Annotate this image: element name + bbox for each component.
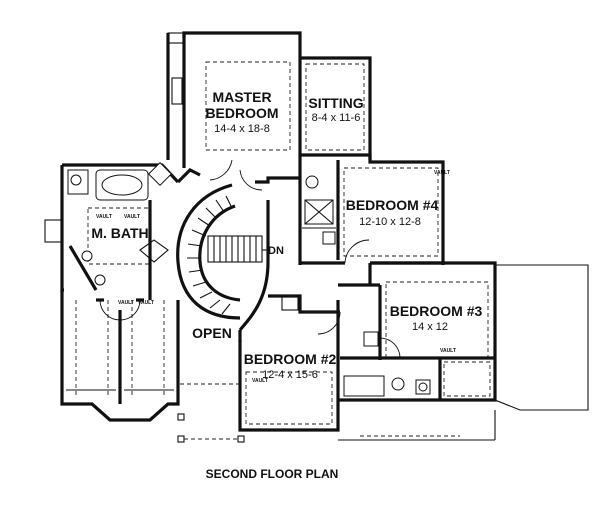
open-label: OPEN <box>192 325 232 341</box>
bedroom-2 <box>180 176 341 432</box>
roof-outline-right <box>494 264 589 411</box>
bedroom4-toilet <box>305 175 319 189</box>
vault-label-a: VAULT <box>96 214 112 220</box>
vault-label-b: VAULT <box>124 214 140 220</box>
bath2-sink <box>363 331 379 347</box>
bedroom4-sink <box>322 231 336 245</box>
master-bedroom <box>166 31 302 168</box>
bedroom2-ceiling <box>245 371 333 425</box>
bedroom2-label: BEDROOM #2 <box>244 351 337 367</box>
stair-treads <box>187 195 233 315</box>
mbath-window <box>44 219 63 243</box>
bedroom2-dims: 12-4 x 15-6 <box>262 369 318 381</box>
hall-wall <box>255 176 300 184</box>
walk-in-closets <box>60 290 180 422</box>
bath2-tub <box>343 375 385 397</box>
master-top-wall <box>182 31 302 58</box>
bedroom2-door-swing <box>317 311 341 335</box>
vault-label-e: VAULT <box>252 378 268 384</box>
sitting-ceiling <box>305 63 365 151</box>
plan-title: SECOND FLOOR PLAN <box>206 467 339 481</box>
roof-lines <box>177 264 589 443</box>
bedroom3-label: BEDROOM #3 <box>390 303 483 319</box>
mbath-label: M. BATH <box>91 225 148 241</box>
stair-dn-label: DN <box>268 245 284 257</box>
master-door-swing <box>209 159 233 181</box>
vault-label-g: VAULT <box>434 170 450 176</box>
bedroom3-outer-wall <box>338 261 497 402</box>
master-corner <box>167 32 185 44</box>
master-label-line1: MASTER <box>212 89 271 105</box>
bedroom-3 <box>338 261 497 402</box>
hall-linen <box>281 295 299 311</box>
master-window-bay <box>171 77 183 105</box>
master-dims: 14-4 x 18-8 <box>214 123 270 135</box>
stair-outer-curve <box>176 183 241 320</box>
master-bath <box>44 161 180 300</box>
hall-closet-wall <box>268 294 340 314</box>
vault-label-c: VAULT <box>118 300 134 306</box>
vault-markers: VAULT VAULT VAULT VAULT VAULT VAULT VAUL… <box>96 170 456 384</box>
bedroom4-dims: 12-10 x 12-8 <box>359 216 421 228</box>
master-tray-ceiling <box>205 61 291 151</box>
bedroom3-ceiling <box>385 281 489 359</box>
open-railing <box>238 261 270 332</box>
stair-straight-run <box>207 235 263 263</box>
bedroom4-door-swing <box>344 239 370 264</box>
bedroom3-dims: 14 x 12 <box>412 321 448 333</box>
vault-label-d: VAULT <box>138 300 154 306</box>
mbath-ceiling <box>87 207 151 265</box>
bedroom4-outer-wall <box>300 153 445 265</box>
master-label-line2: BEDROOM <box>205 105 278 121</box>
sitting-label: SITTING <box>308 95 363 111</box>
bedroom2-outer-wall <box>238 300 340 432</box>
sitting-outer-wall <box>300 56 372 160</box>
vault-label-f: VAULT <box>440 348 456 354</box>
room-labels: MASTER BEDROOM 14-4 x 18-8 SITTING 8-4 x… <box>91 89 482 481</box>
mbath-tub <box>101 174 143 196</box>
bath2-toilet <box>391 377 405 391</box>
mbath-sink-a <box>81 250 93 262</box>
closet-door-b <box>119 299 141 321</box>
stair-inner-curve <box>198 204 241 302</box>
mbath-sink-b <box>94 274 106 286</box>
mbath-diag-wall <box>68 245 98 291</box>
stairwell <box>176 159 270 385</box>
bedroom4-label: BEDROOM #4 <box>346 197 439 213</box>
sitting-dims: 8-4 x 11-6 <box>312 112 361 124</box>
sitting-room <box>298 56 372 160</box>
mbath-linen-cabinet <box>139 239 169 263</box>
closet-door-a <box>99 299 121 321</box>
closets-outer-wall <box>60 290 180 422</box>
